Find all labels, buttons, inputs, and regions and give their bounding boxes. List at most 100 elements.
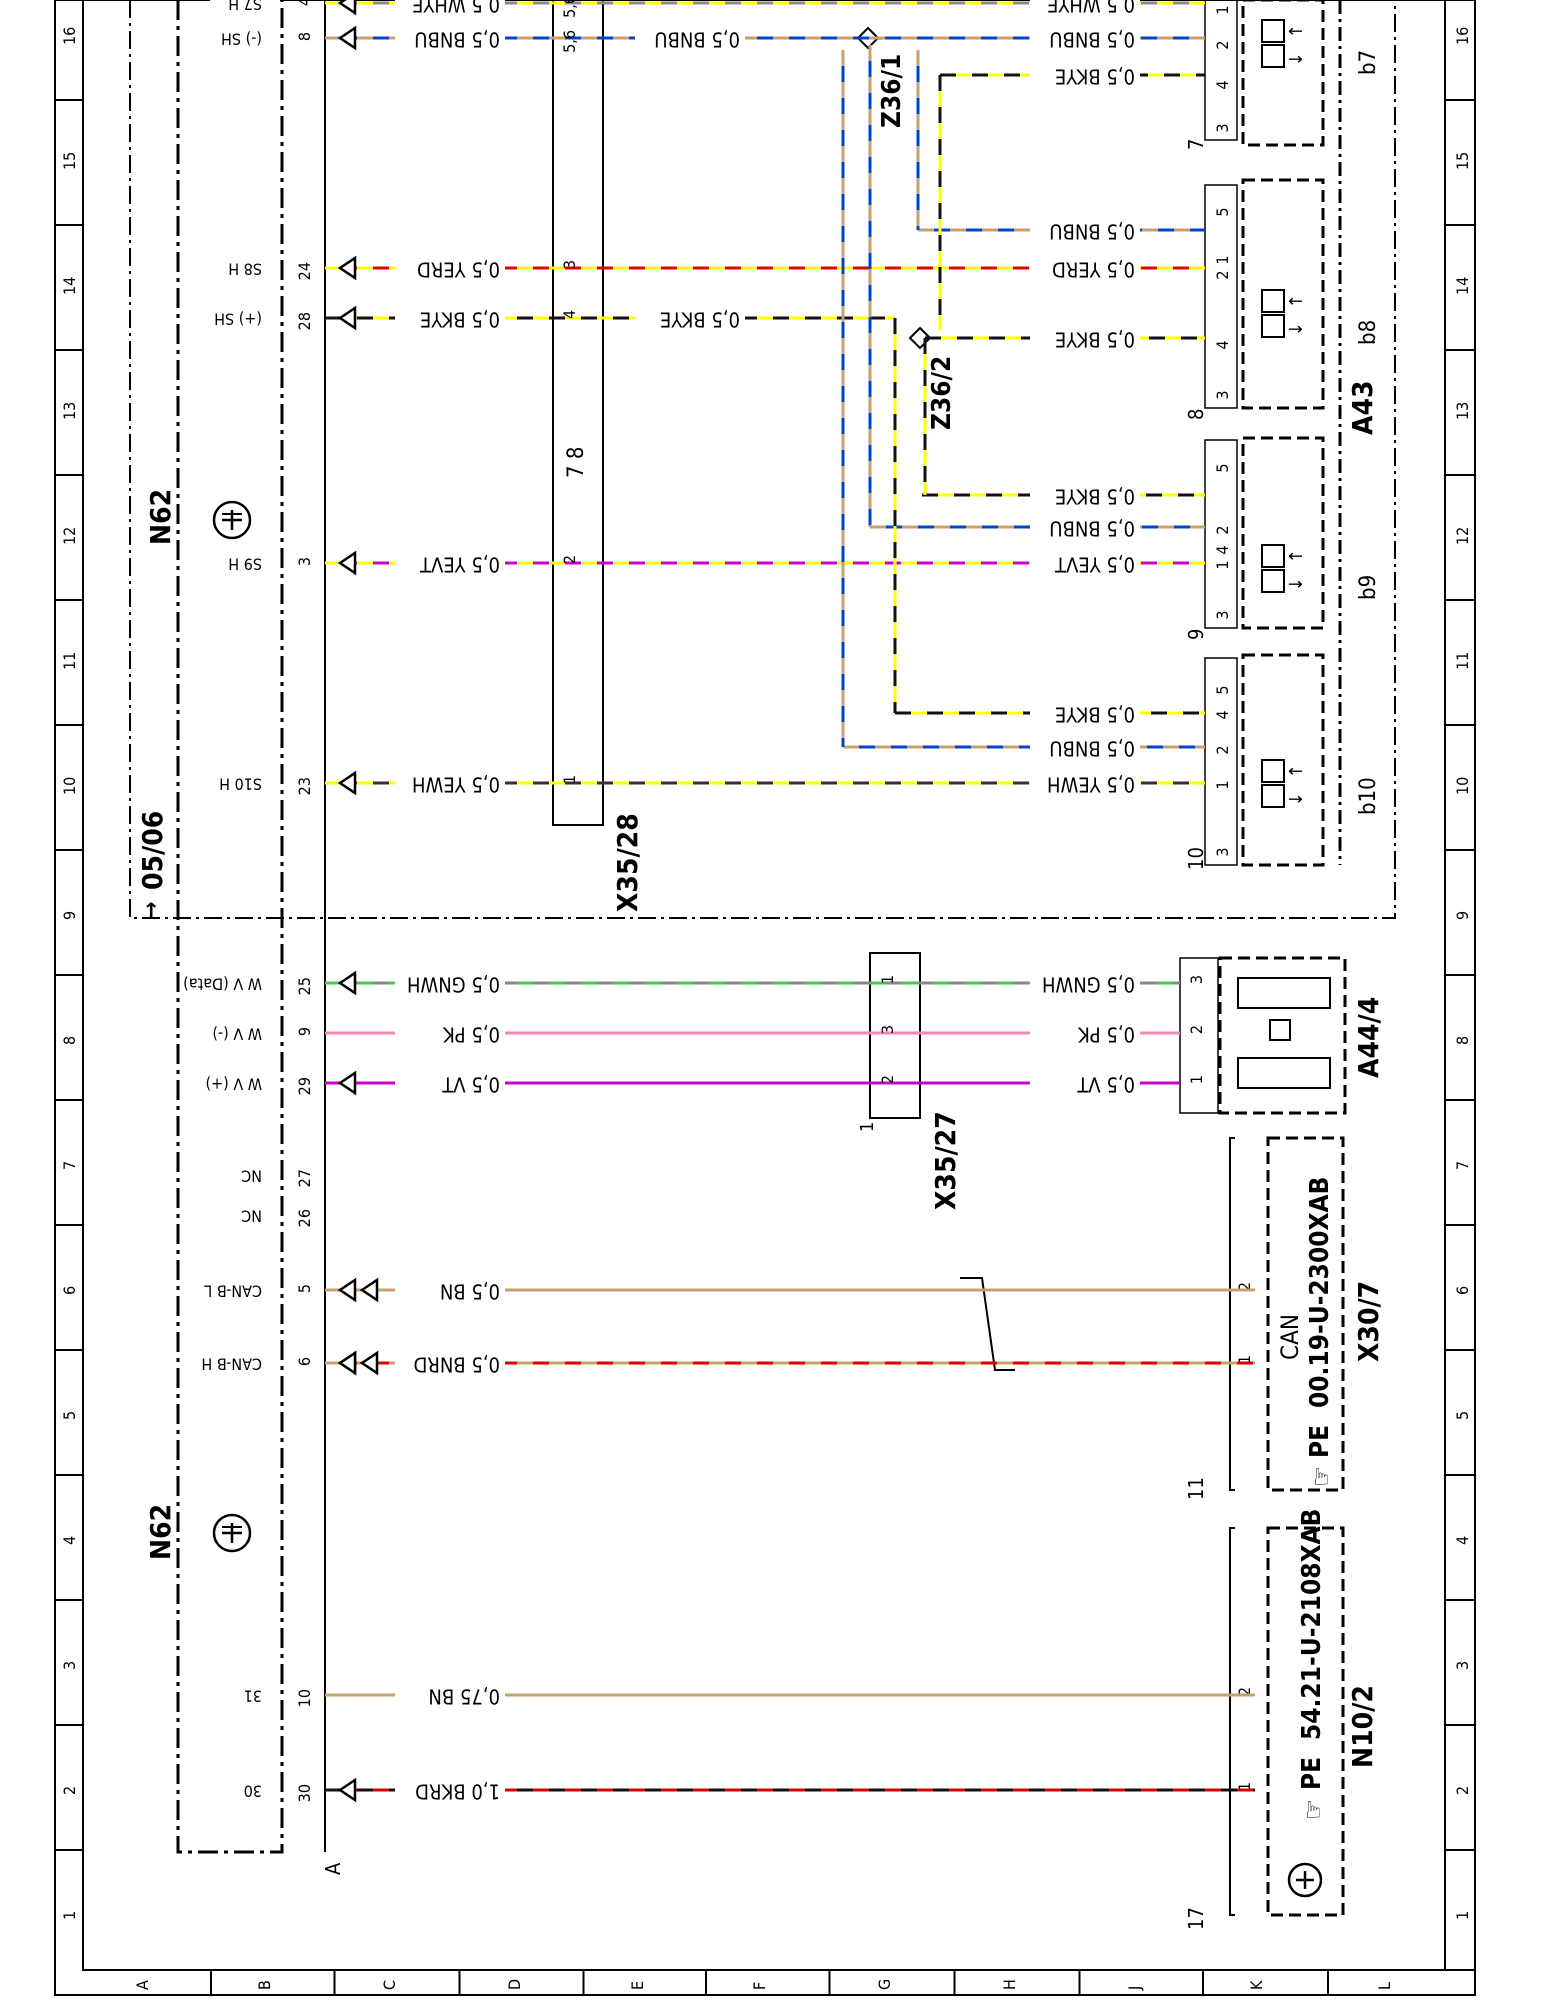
wire-code-label: 1,0 BKRD: [415, 1780, 500, 1804]
label-bg: [395, 770, 505, 796]
x35-28-pin: 1: [560, 775, 579, 784]
grid-row-label: 3: [1453, 1661, 1472, 1670]
connector-pin-number: 1: [1235, 1355, 1254, 1364]
pin-number: 27: [295, 1169, 314, 1187]
transistor-icon: [212, 1513, 252, 1553]
sensor-label: b10: [1356, 777, 1381, 815]
x30-7-can: CAN: [1276, 1314, 1304, 1360]
twisted-pair-icon: [960, 1277, 1015, 1371]
x35-28-spare-pins: 7 8: [564, 447, 589, 478]
pin-number: 25: [295, 977, 314, 995]
grid-row-label: 15: [60, 152, 79, 170]
a43-b8-box: [1241, 178, 1325, 410]
x35-28-pin: 4: [560, 310, 579, 319]
grid-row-label: 11: [60, 652, 79, 670]
grid-row-label: 1: [1453, 1911, 1472, 1920]
label-bg: [1030, 770, 1140, 796]
a43-b10-box: [1241, 653, 1325, 867]
arrow-icon: [359, 1350, 379, 1376]
grid-col-label: D: [505, 1979, 524, 1990]
label-bg: [1030, 734, 1140, 760]
sensor-pin-number: 3: [1213, 123, 1232, 132]
grid-row-label: 4: [60, 1536, 79, 1545]
x35-27-pin: 3: [878, 1025, 897, 1034]
x30-7-bracket: [1229, 1137, 1235, 1491]
wire-code-label: 0,5 BKYE: [420, 308, 500, 332]
grid-row-label: 5: [1453, 1411, 1472, 1420]
inner-frame: [82, 0, 1476, 1971]
signal-label: CAN-B L: [204, 1282, 262, 1301]
slot-number: 7: [1184, 139, 1208, 150]
grid-col-label: C: [380, 1980, 399, 1990]
wire-code-label: 0,5 BNBU: [1049, 737, 1135, 761]
label-bg: [1030, 25, 1140, 51]
a44-4-body: [1218, 956, 1347, 1115]
label-bg: [395, 1350, 505, 1376]
grid-row-label: 10: [60, 777, 79, 795]
wire-code-label: 0,5 BNBU: [1049, 28, 1135, 52]
sensor-pin-number: 4: [1213, 340, 1232, 349]
wire-code-label: 0,5 YEVT: [1054, 553, 1135, 577]
wire-code-label: 0,5 YEWH: [412, 773, 500, 797]
z36-1-label: Z36/1: [877, 54, 907, 128]
pin-number: 28: [295, 312, 314, 330]
sensor-arrow-icon: ↑: [1286, 24, 1307, 38]
x35-28-body: [552, 0, 604, 826]
slot-number: 17: [1184, 1907, 1208, 1930]
arrow-icon: [337, 1777, 357, 1803]
label-bg: [1030, 62, 1140, 88]
connector-pin-number: 2: [1235, 1282, 1254, 1291]
connector-pin-number: 1: [1187, 1075, 1206, 1084]
signal-label: S10 H: [219, 775, 262, 794]
sensor-glyphs: b7↑↓b8↑↓b9↑↓b10↑↓78910111734213421534215…: [1184, 5, 1381, 1930]
grid-row-label: 4: [1453, 1536, 1472, 1545]
arrow-icon: [337, 770, 357, 796]
a44-4-label: A44/4: [1352, 997, 1385, 1078]
grid-row-label: 12: [60, 527, 79, 545]
sensor-pin-number: 3: [1213, 390, 1232, 399]
grid-col-label: B: [255, 1980, 274, 1990]
grid-row-label: 16: [60, 27, 79, 45]
grid-row-label: 1: [60, 1911, 79, 1920]
arrow-icon: [337, 970, 357, 996]
wire-code-label: 0,5 YERD: [1052, 258, 1135, 282]
sensor-pin-number: 1: [1213, 780, 1232, 789]
label-bg: [210, 306, 280, 330]
label-bg: [1030, 970, 1140, 996]
pin-number: 26: [295, 1209, 314, 1227]
a43-b9-box: [1241, 436, 1325, 630]
grid-col-label: H: [1000, 1979, 1019, 1990]
branch-layer: [841, 38, 942, 747]
pin-number: 8: [295, 32, 314, 41]
pin-number: 10: [295, 1689, 314, 1707]
wire-code-label: 0,5 BKYE: [1055, 328, 1135, 352]
grid-row-label: 15: [1453, 152, 1472, 170]
wire-code-label: 0,5 WHYE: [1047, 0, 1135, 17]
label-bg: [1030, 217, 1140, 243]
grid-row-label: 8: [60, 1036, 79, 1045]
arrow-icon: [337, 255, 357, 281]
x30-7-pe: PE: [1305, 1425, 1335, 1458]
arrow-icon: [337, 1350, 357, 1376]
sensor-label: b7: [1356, 50, 1381, 75]
b9-terminal: [1204, 439, 1238, 629]
grid-row-label: 5: [60, 1411, 79, 1420]
sensor-coil-icon: [1261, 569, 1285, 593]
x35-27-pin: 2: [878, 1075, 897, 1084]
label-bg: [635, 305, 745, 331]
label-bg: [1030, 482, 1140, 508]
arrow-icon: [337, 25, 357, 51]
label-bg: [210, 26, 280, 50]
label-bg: [395, 1777, 505, 1803]
sensor-pin-number: 2: [1213, 525, 1232, 534]
n62-top-label: N62: [144, 489, 177, 545]
label-bg: [210, 256, 280, 280]
grid-row-label: 2: [60, 1786, 79, 1795]
connector-pin-number: 1: [1235, 1782, 1254, 1791]
signal-label: (+) SH: [214, 310, 262, 329]
grid-col-label: A: [133, 1980, 152, 1990]
sensor-arrow-icon: ↓: [1286, 52, 1307, 66]
